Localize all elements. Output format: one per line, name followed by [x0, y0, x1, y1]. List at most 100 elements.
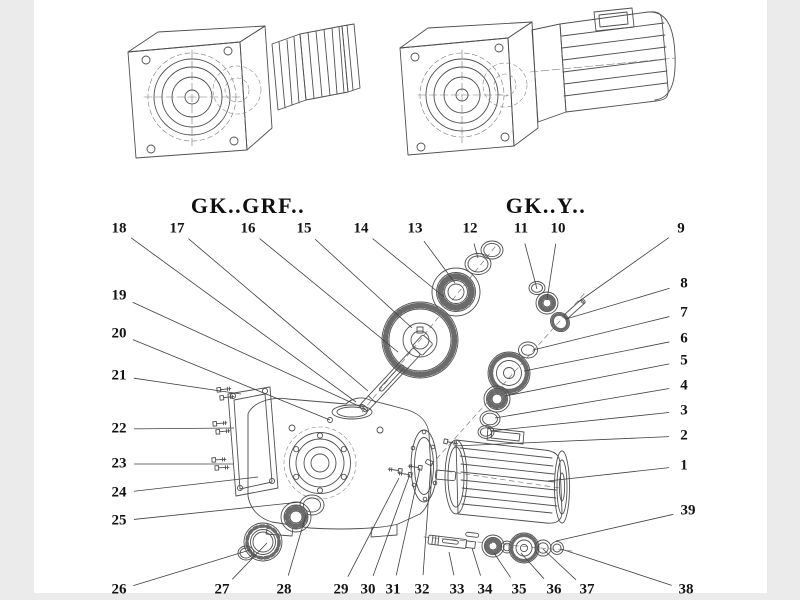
- leader-line-31: [395, 467, 421, 576]
- leader-line-38: [560, 548, 672, 586]
- bevel-shim-rings: [477, 410, 501, 439]
- leader-line-16: [259, 238, 399, 353]
- leader-line-15: [314, 238, 413, 329]
- leader-line-9: [577, 237, 669, 303]
- callout-13: 13: [407, 220, 423, 237]
- callout-35: 35: [511, 581, 527, 598]
- motor-bolts: [387, 459, 434, 478]
- callout-2: 2: [680, 427, 688, 444]
- callout-6: 6: [680, 330, 688, 347]
- callout-10: 10: [550, 220, 566, 237]
- helical-gear: [381, 301, 459, 379]
- variant-title-y: GK..Y..: [505, 193, 587, 218]
- leader-line-8: [565, 287, 670, 320]
- leader-line-37: [542, 548, 577, 581]
- callout-30: 30: [360, 581, 376, 598]
- callout-8: 8: [680, 275, 688, 292]
- motor-top-drawing: [529, 7, 677, 123]
- leader-line-30: [372, 473, 411, 577]
- output-bearing: [280, 501, 312, 533]
- leader-line-26: [133, 549, 251, 587]
- leader-line-5: [504, 363, 670, 397]
- input-bearing: [431, 267, 481, 317]
- callout-38: 38: [678, 581, 694, 598]
- output-locknut: [243, 522, 283, 562]
- leader-line-7: [532, 316, 670, 351]
- leader-line-35: [493, 552, 511, 578]
- callout-36: 36: [546, 581, 562, 598]
- callout-14: 14: [353, 220, 369, 237]
- callout-28: 28: [276, 581, 292, 598]
- leader-line-28: [287, 514, 307, 576]
- shaft-end-ring: [550, 541, 564, 555]
- leader-line-39: [555, 513, 674, 542]
- shaft-key: [465, 531, 480, 538]
- callout-16: 16: [240, 220, 256, 237]
- leader-line-1: [547, 467, 670, 482]
- callout-4: 4: [680, 377, 688, 394]
- drawing-canvas: [34, 0, 767, 593]
- callout-37: 37: [579, 581, 595, 598]
- leader-line-29: [347, 477, 400, 577]
- input-adapter-fins: [271, 23, 361, 111]
- callout-27: 27: [214, 581, 230, 598]
- shaft-bearing: [481, 534, 505, 558]
- bevel-pinion: [550, 298, 586, 333]
- motor-exploded: [434, 427, 570, 524]
- callout-23: 23: [111, 455, 127, 472]
- callout-34: 34: [477, 581, 493, 598]
- bevel-gear: [487, 351, 531, 395]
- callout-25: 25: [111, 512, 127, 529]
- callout-31: 31: [385, 581, 401, 598]
- leader-line-36: [520, 552, 545, 580]
- pinion-circlip: [528, 281, 546, 295]
- callout-11: 11: [513, 220, 529, 237]
- callout-12: 12: [462, 220, 478, 237]
- leader-line-22: [133, 427, 235, 430]
- callout-20: 20: [111, 325, 127, 342]
- leader-line-2: [453, 436, 670, 447]
- callout-32: 32: [414, 581, 430, 598]
- leader-line-12: [473, 243, 479, 259]
- gearbox-grf-drawing: [127, 23, 361, 159]
- callout-29: 29: [333, 581, 349, 598]
- output-shaft: [427, 534, 476, 549]
- leader-line-4: [494, 388, 670, 419]
- leader-line-25: [133, 501, 302, 520]
- callout-1: 1: [680, 457, 688, 474]
- pinion-bearing: [535, 291, 559, 315]
- leader-line-11: [524, 243, 538, 290]
- leader-line-20: [132, 339, 331, 421]
- callout-26: 26: [111, 581, 127, 598]
- leader-line-10: [546, 243, 557, 301]
- callout-7: 7: [680, 304, 688, 321]
- leader-line-17: [188, 238, 369, 392]
- leader-line-19: [132, 301, 362, 408]
- retaining-rings-top: [464, 240, 504, 275]
- leader-line-14: [372, 238, 445, 298]
- callout-33: 33: [449, 581, 465, 598]
- gearbox-y-drawing: [399, 7, 677, 156]
- leader-line-33: [448, 551, 455, 576]
- variant-title-grf: GK..GRF..: [190, 193, 306, 218]
- callout-22: 22: [111, 420, 127, 437]
- callout-9: 9: [677, 220, 685, 237]
- callout-21: 21: [111, 367, 127, 384]
- leader-line-27: [232, 542, 268, 580]
- callout-17: 17: [169, 220, 185, 237]
- leader-line-6: [523, 341, 670, 372]
- leader-line-32: [422, 462, 432, 576]
- leader-line-13: [423, 240, 456, 284]
- leader-line-18: [130, 237, 357, 403]
- output-seal: [299, 494, 325, 516]
- callout-3: 3: [680, 402, 688, 419]
- leader-line-21: [133, 377, 242, 395]
- leader-line-3: [489, 412, 670, 432]
- callout-39: 39: [680, 502, 696, 519]
- callout-18: 18: [111, 220, 127, 237]
- bevel-bearing: [483, 385, 511, 413]
- callout-5: 5: [680, 352, 688, 369]
- leader-line-34: [471, 547, 481, 576]
